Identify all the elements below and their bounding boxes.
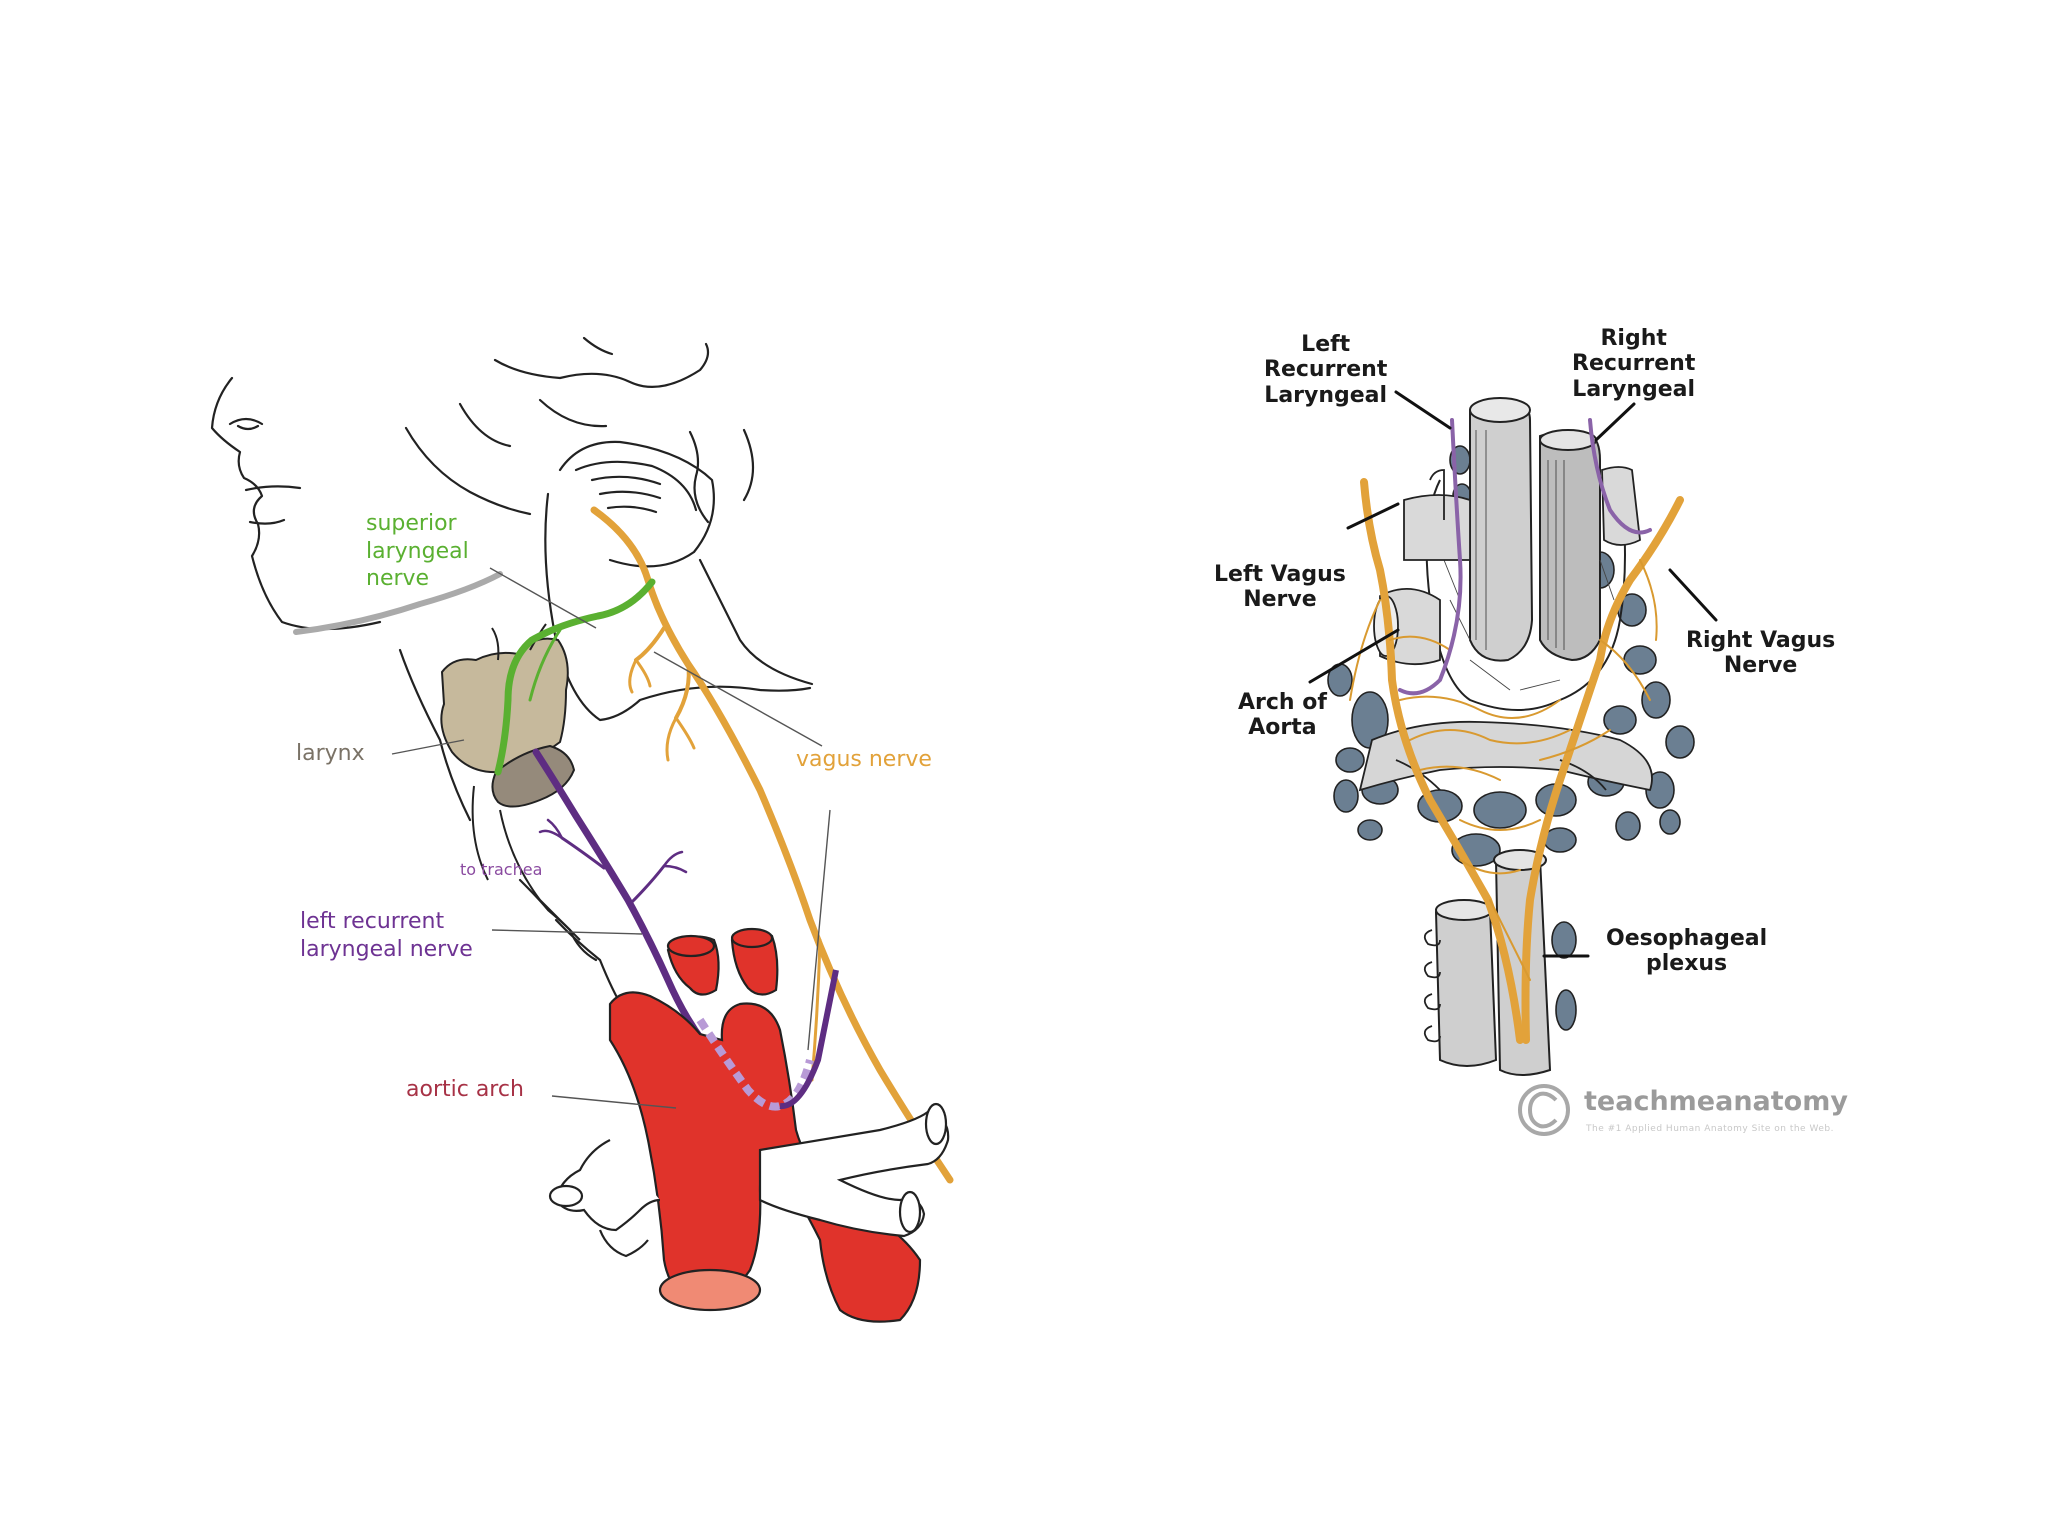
bronchi bbox=[1358, 720, 1653, 792]
recurrent-loop-dashed bbox=[696, 1017, 814, 1111]
right-diagram-recurrent-nerves bbox=[1398, 418, 1652, 696]
arch-of-aorta-vessels bbox=[1373, 466, 1641, 666]
label-right-vagus-nerve: Right Vagus Nerve bbox=[1686, 628, 1836, 679]
right-diagram-vagus-nerves bbox=[1360, 478, 1684, 1044]
watermark-tagline: The #1 Applied Human Anatomy Site on the… bbox=[1586, 1124, 1834, 1134]
pulmonary-vessels bbox=[548, 1102, 950, 1258]
label-to-trachea: to trachea bbox=[460, 860, 543, 879]
label-left-recurrent-laryngeal: Left Recurrent Laryngeal bbox=[1264, 332, 1388, 408]
superior-laryngeal-nerve bbox=[494, 578, 656, 776]
trachea-hatching bbox=[1443, 430, 1615, 691]
copyright-icon bbox=[1518, 1084, 1570, 1136]
label-superior-laryngeal-nerve: superior laryngeal nerve bbox=[366, 511, 469, 591]
label-larynx: larynx bbox=[296, 741, 365, 766]
left-recurrent-laryngeal-nerve bbox=[532, 748, 724, 1066]
left-leader-lines bbox=[391, 567, 831, 1109]
label-vagus-nerve: vagus nerve bbox=[796, 747, 932, 772]
label-left-recurrent-laryngeal-nerve: left recurrent laryngeal nerve bbox=[300, 909, 473, 962]
lymph-nodes bbox=[1327, 445, 1695, 1031]
label-right-recurrent-laryngeal: Right Recurrent Laryngeal bbox=[1572, 326, 1696, 402]
label-oesophageal-plexus: Oesophageal plexus bbox=[1606, 926, 1768, 977]
right-leader-lines bbox=[1308, 390, 1718, 958]
chin-shadow-line bbox=[293, 571, 503, 635]
label-left-vagus-nerve: Left Vagus Nerve bbox=[1214, 562, 1346, 613]
oesophagus bbox=[1434, 849, 1552, 1076]
label-aortic-arch: aortic arch bbox=[406, 1077, 524, 1102]
oesophagus-rings bbox=[1423, 929, 1441, 1043]
watermark-brand: teachmeanatomy bbox=[1584, 1086, 1848, 1117]
label-arch-of-aorta: Arch of Aorta bbox=[1238, 690, 1327, 741]
right-diagram-plexus-branches bbox=[1349, 559, 1658, 981]
